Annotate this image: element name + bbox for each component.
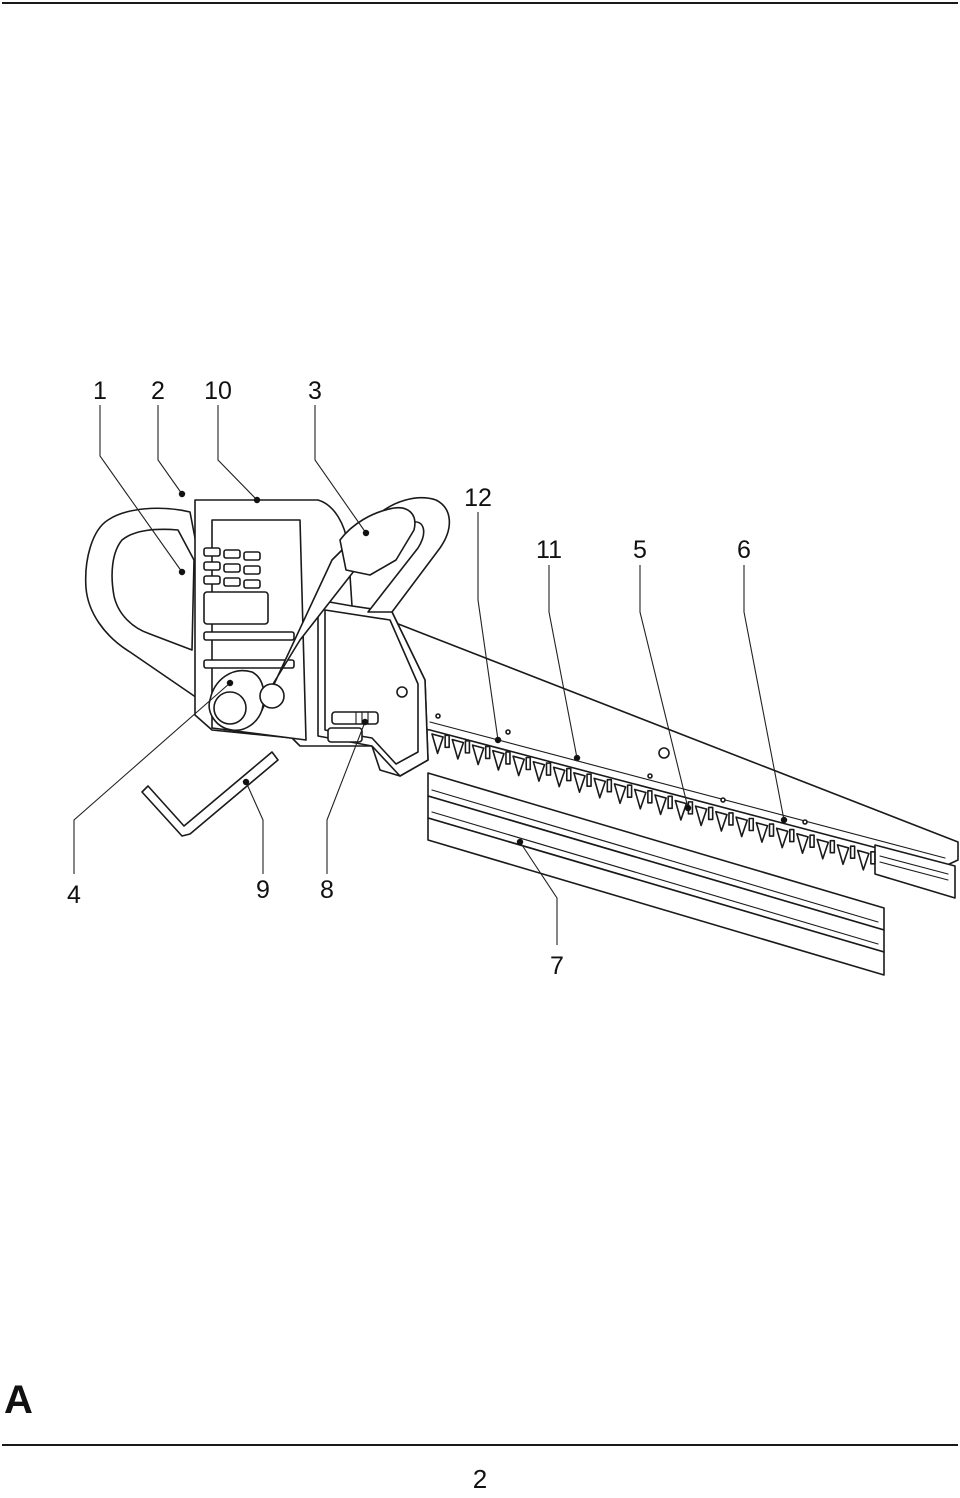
cutter-tooth (532, 760, 546, 782)
tooth-slot (484, 745, 491, 760)
tooth-slot (647, 789, 653, 804)
callout-6: 6 (737, 536, 751, 564)
cutter-tooth (735, 816, 749, 838)
tooth-slot (870, 850, 876, 865)
callout-labels: 1 2 10 3 12 11 5 6 4 9 8 7 (67, 377, 751, 980)
tooth-slot (788, 828, 795, 843)
callout-2: 2 (151, 377, 165, 405)
blade-guard (427, 772, 885, 976)
tooth-slot (829, 839, 836, 854)
cutter-tooth (654, 794, 667, 816)
cutter-tooth (755, 821, 769, 843)
bottom-rule (2, 1444, 958, 1446)
cutter-tooth (715, 810, 728, 832)
cutter-tooth (775, 827, 789, 849)
callout-12: 12 (464, 484, 492, 512)
tooth-slot (505, 751, 511, 765)
tooth-slot (586, 773, 592, 787)
cutter-tooth (836, 844, 850, 866)
callout-7: 7 (550, 952, 564, 980)
tooth-slot (667, 795, 673, 810)
cutter-teeth (431, 733, 876, 871)
tooth-slot (525, 756, 532, 771)
vent-slots (203, 547, 261, 589)
callout-3: 3 (308, 377, 322, 405)
cutter-tooth (512, 755, 526, 777)
tooth-slot (809, 834, 815, 848)
tooth-slot (728, 812, 734, 826)
cutter-tooth (856, 849, 870, 871)
top-rule (2, 2, 958, 4)
cutter-tooth (471, 744, 485, 766)
callout-1: 1 (93, 377, 107, 405)
tooth-slot (849, 845, 856, 860)
cutter-tooth (552, 766, 566, 788)
tooth-slot (565, 767, 572, 782)
tooth-slot (748, 817, 755, 832)
cutter-tooth (796, 833, 809, 855)
cutter-tooth (674, 799, 688, 821)
cutter-tooth (573, 772, 586, 794)
cutter-tooth (816, 838, 830, 860)
motor-housing (84, 499, 429, 777)
cutter-tooth (431, 733, 444, 755)
front-handle (208, 497, 451, 732)
hex-key (141, 751, 279, 837)
cutter-tooth (633, 788, 647, 810)
tooth-slot (606, 778, 613, 793)
tooth-slot (626, 784, 633, 799)
tooth-slot (768, 823, 775, 837)
cutter-tooth (593, 777, 607, 799)
callout-5: 5 (633, 536, 647, 564)
page-number: 2 (472, 1464, 488, 1494)
callout-9: 9 (256, 876, 270, 904)
callout-4: 4 (67, 881, 81, 909)
cutter-tooth (613, 783, 627, 805)
cutter-tooth (492, 749, 505, 771)
tooth-slot (545, 762, 552, 776)
figure-letter: A (4, 1378, 33, 1422)
callout-11: 11 (536, 536, 562, 564)
tooth-slot (444, 734, 450, 749)
cutter-tooth (451, 738, 465, 760)
tooth-slot (707, 806, 714, 821)
leader-lines (73, 405, 788, 945)
callout-8: 8 (320, 876, 334, 904)
cutter-tooth (694, 805, 708, 827)
tooth-slot (464, 740, 471, 754)
callout-10: 10 (204, 377, 232, 405)
